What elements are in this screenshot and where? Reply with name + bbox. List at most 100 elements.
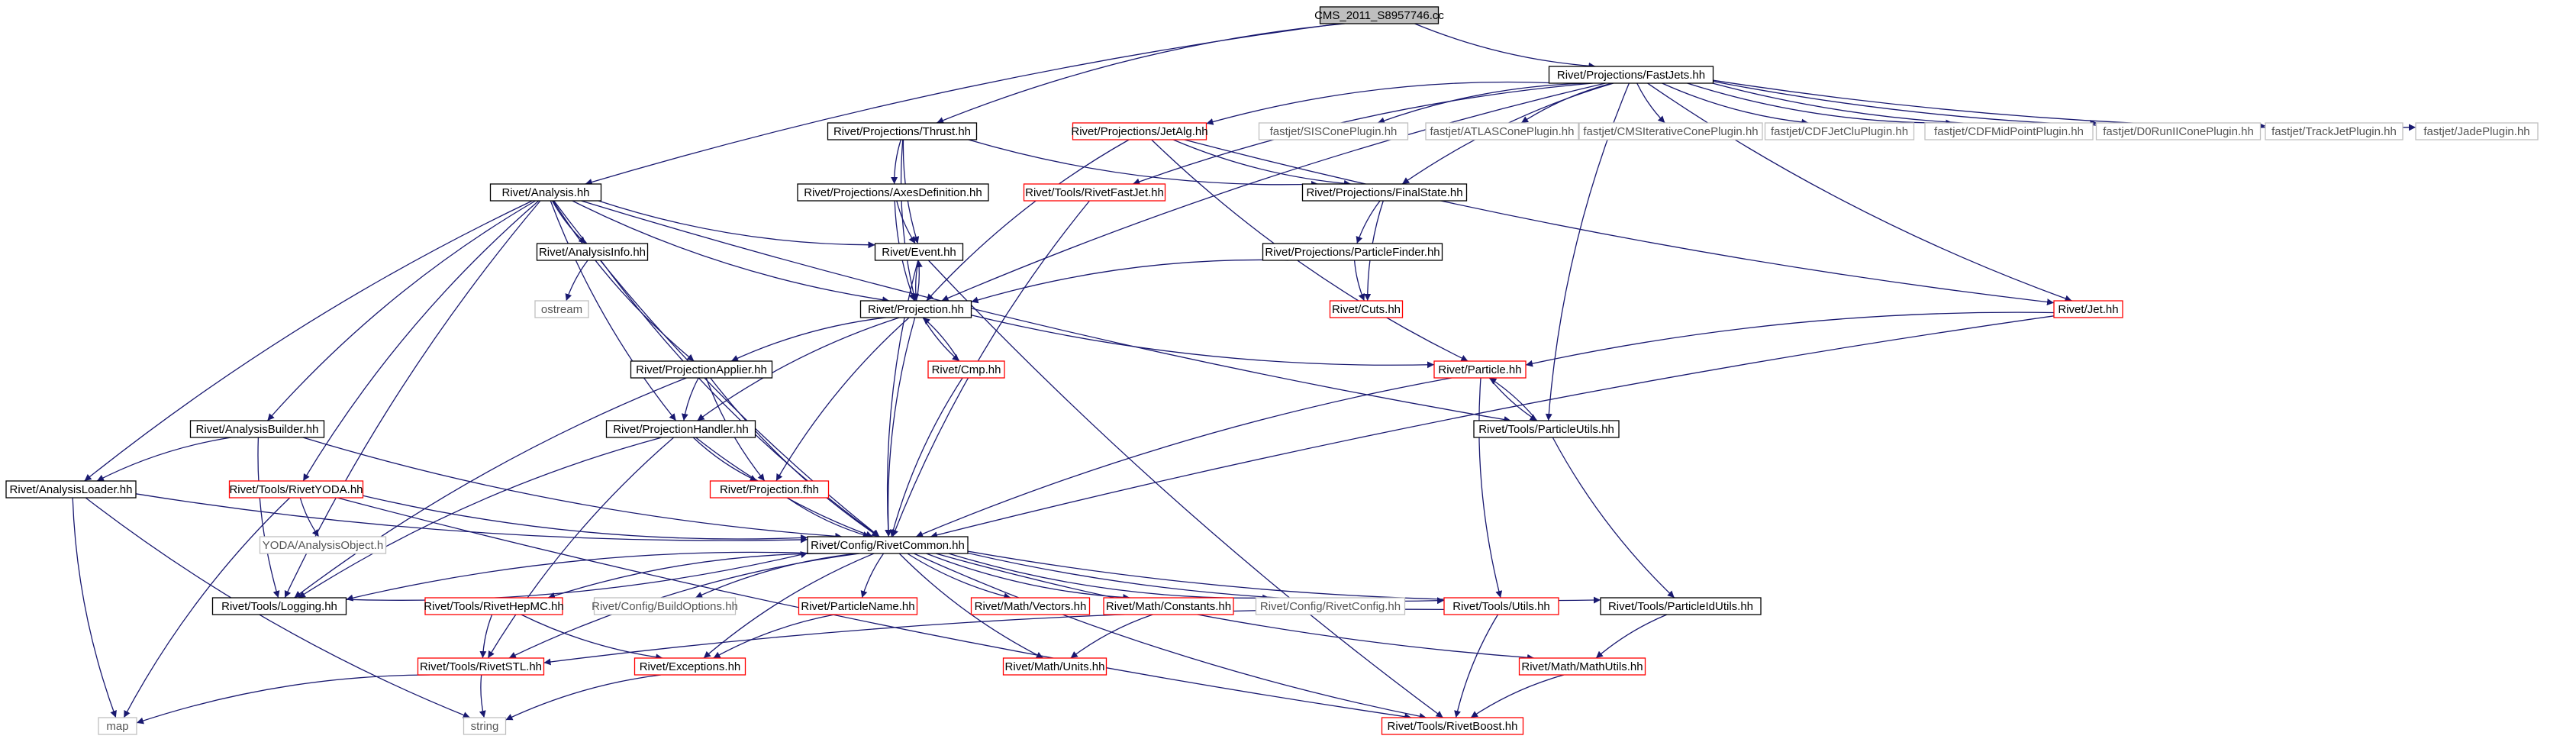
edge-root-to-thrust <box>936 23 1345 124</box>
node-constants[interactable]: Rivet/Math/Constants.hh <box>1103 597 1234 615</box>
edge-analysisinfo-to-ostream <box>565 260 588 302</box>
node-box <box>1319 6 1440 24</box>
node-jade[interactable]: fastjet/JadePlugin.hh <box>2415 122 2539 140</box>
edge-projection-to-projhandler <box>697 317 900 421</box>
node-cuts[interactable]: Rivet/Cuts.hh <box>1329 300 1404 318</box>
node-analysisloader[interactable]: Rivet/AnalysisLoader.hh <box>5 480 137 499</box>
node-finalstate[interactable]: Rivet/Projections/FinalState.hh <box>1301 183 1468 202</box>
edge-fastjets-to-jet <box>1647 82 2072 302</box>
node-d0run[interactable]: fastjet/D0RunIIConePlugin.hh <box>2095 122 2262 140</box>
node-label: fastjet/CDFJetCluPlugin.hh <box>1771 125 1908 138</box>
edge-projhandler-to-projfhh <box>692 437 758 482</box>
edge-analysis-to-projhandler <box>550 200 677 421</box>
edge-rivetcommon-to-logging <box>346 551 808 602</box>
node-axesdef[interactable]: Rivet/Projections/AxesDefinition.hh <box>797 183 989 202</box>
node-box <box>1262 243 1443 261</box>
node-particle[interactable]: Rivet/Particle.hh <box>1433 360 1527 379</box>
edge-axesdef-to-event <box>896 200 916 244</box>
node-box <box>1258 122 1409 140</box>
node-fastjets[interactable]: Rivet/Projections/FastJets.hh <box>1548 66 1714 84</box>
edge-jetalg-to-jet <box>1184 139 2055 306</box>
edge-projection-to-cmp <box>922 317 960 362</box>
node-analysisbuilder[interactable]: Rivet/AnalysisBuilder.hh <box>189 420 325 438</box>
node-label: Rivet/Projection.fhh <box>720 483 819 496</box>
edge-constants-to-units <box>1070 614 1153 659</box>
node-root[interactable]: CMS_2011_S8957746.cc <box>1314 6 1444 24</box>
node-logging[interactable]: Rivet/Tools/Logging.hh <box>211 597 347 615</box>
node-rivetboost[interactable]: Rivet/Tools/RivetBoost.hh <box>1381 717 1524 735</box>
node-label: fastjet/JadePlugin.hh <box>2423 125 2529 138</box>
node-label: fastjet/CMSIterativeConePlugin.hh <box>1583 125 1758 138</box>
edge-rivetcommon-to-units <box>898 553 1044 659</box>
node-vectors[interactable]: Rivet/Math/Vectors.hh <box>970 597 1091 615</box>
node-label: Rivet/Event.hh <box>882 246 956 259</box>
edge-fastjets-to-siscone <box>1377 82 1588 124</box>
node-event[interactable]: Rivet/Event.hh <box>874 243 964 261</box>
node-box <box>927 360 1005 379</box>
edge-projfhh-to-rivetcommon <box>787 497 870 538</box>
node-rivetconfig[interactable]: Rivet/Config/RivetConfig.hh <box>1255 597 1406 615</box>
node-box <box>634 657 746 676</box>
node-pidutils[interactable]: Rivet/Tools/ParticleIdUtils.hh <box>1600 597 1762 615</box>
node-label: Rivet/Projection.hh <box>868 303 964 316</box>
node-cmp[interactable]: Rivet/Cmp.hh <box>927 360 1005 379</box>
node-hepmc[interactable]: Rivet/Tools/RivetHepMC.hh <box>424 597 564 615</box>
node-label: Rivet/AnalysisBuilder.hh <box>196 423 319 436</box>
node-cdfjetclu[interactable]: fastjet/CDFJetCluPlugin.hh <box>1764 122 1915 140</box>
edge-layer <box>72 23 2416 724</box>
node-analysis[interactable]: Rivet/Analysis.hh <box>489 183 602 202</box>
node-projapplier[interactable]: Rivet/ProjectionApplier.hh <box>630 360 773 379</box>
node-map[interactable]: map <box>98 717 137 735</box>
edge-root-to-analysis <box>585 23 1340 186</box>
node-mathutils[interactable]: Rivet/Math/MathUtils.hh <box>1518 657 1646 676</box>
node-analysisinfo[interactable]: Rivet/AnalysisInfo.hh <box>536 243 649 261</box>
node-exceptions[interactable]: Rivet/Exceptions.hh <box>634 657 746 676</box>
node-atlascone[interactable]: fastjet/ATLASConePlugin.hh <box>1425 122 1579 140</box>
node-jet[interactable]: Rivet/Jet.hh <box>2053 300 2123 318</box>
node-rivetstl[interactable]: Rivet/Tools/RivetSTL.hh <box>417 657 545 676</box>
node-label: Rivet/Particle.hh <box>1438 363 1521 376</box>
edge-fastjets-to-trackjet <box>1713 80 2266 130</box>
edge-analysis-to-particleutils <box>581 200 1511 423</box>
edge-projapplier-to-projhandler <box>681 377 699 421</box>
node-label: Rivet/Projections/AxesDefinition.hh <box>804 186 982 199</box>
node-ostream[interactable]: ostream <box>534 300 589 318</box>
node-box <box>1255 597 1406 615</box>
edge-fastjets-to-jade <box>1713 79 2416 131</box>
node-label: Rivet/Config/RivetConfig.hh <box>1260 600 1401 613</box>
edge-particle-to-particleutils <box>1488 377 1538 421</box>
node-label: Rivet/Cmp.hh <box>932 363 1001 376</box>
node-projection[interactable]: Rivet/Projection.hh <box>859 300 972 318</box>
node-siscone[interactable]: fastjet/SISConePlugin.hh <box>1258 122 1409 140</box>
node-projfhh[interactable]: Rivet/Projection.fhh <box>709 480 830 499</box>
node-label: Rivet/Tools/RivetHepMC.hh <box>424 600 563 613</box>
edge-particlename-to-exceptions <box>713 614 835 659</box>
node-label: Rivet/Tools/Utils.hh <box>1452 600 1550 613</box>
edge-event-to-rivetboost <box>927 260 1443 718</box>
node-trackjet[interactable]: fastjet/TrackJetPlugin.hh <box>2265 122 2404 140</box>
node-thrust[interactable]: Rivet/Projections/Thrust.hh <box>827 122 978 140</box>
node-units[interactable]: Rivet/Math/Units.hh <box>1002 657 1107 676</box>
edge-analysis-to-projapplier <box>553 200 695 362</box>
node-box <box>630 360 773 379</box>
node-utils[interactable]: Rivet/Tools/Utils.hh <box>1443 597 1559 615</box>
node-projhandler[interactable]: Rivet/ProjectionHandler.hh <box>605 420 756 438</box>
node-jetalg[interactable]: Rivet/Projections/JetAlg.hh <box>1071 122 1208 140</box>
node-particlefinder[interactable]: Rivet/Projections/ParticleFinder.hh <box>1262 243 1443 261</box>
node-cdfmid[interactable]: fastjet/CDFMidPointPlugin.hh <box>1924 122 2094 140</box>
edge-rivetcommon-to-particlename <box>860 553 885 599</box>
node-label: Rivet/Projections/FastJets.hh <box>1557 69 1705 82</box>
edge-projection-to-projapplier <box>730 317 886 362</box>
node-rivetfastjet[interactable]: Rivet/Tools/RivetFastJet.hh <box>1023 183 1166 202</box>
node-box <box>2095 122 2262 140</box>
node-particleutils[interactable]: Rivet/Tools/ParticleUtils.hh <box>1473 420 1620 438</box>
node-rivetyoda[interactable]: Rivet/Tools/RivetYODA.hh <box>228 480 364 499</box>
edge-analysis-to-projection <box>572 200 890 304</box>
node-buildopts[interactable]: Rivet/Config/BuildOptions.hh <box>592 597 738 615</box>
node-string[interactable]: string <box>463 717 507 735</box>
node-particlename[interactable]: Rivet/ParticleName.hh <box>798 597 918 615</box>
node-cmscone[interactable]: fastjet/CMSIterativeConePlugin.hh <box>1578 122 1763 140</box>
node-yodaobj[interactable]: YODA/AnalysisObject.h <box>259 536 387 554</box>
node-rivetcommon[interactable]: Rivet/Config/RivetCommon.hh <box>807 536 969 554</box>
edge-analysisbuilder-to-analysisloader <box>96 437 232 482</box>
